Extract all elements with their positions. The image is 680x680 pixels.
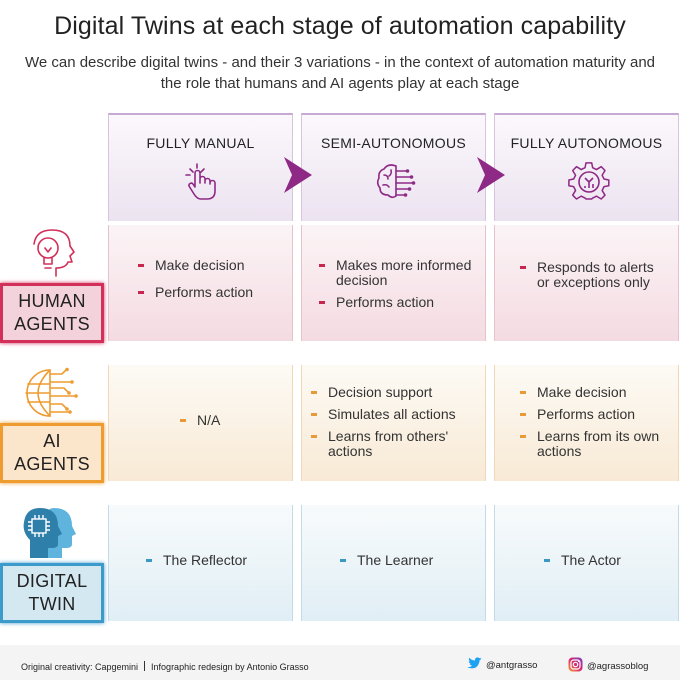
column-label: FULLY AUTONOMOUS [510, 135, 663, 151]
list-item: Responds to alerts or exceptions only [519, 260, 664, 290]
page-subtitle: We can describe digital twins - and thei… [24, 54, 656, 92]
column-label: FULLY MANUAL [146, 135, 255, 151]
list-item: Performs action [519, 407, 670, 422]
list-item: Make decision [519, 385, 670, 400]
instagram-link[interactable]: @agrassoblog [568, 657, 648, 672]
credit-redesign: Infographic redesign by Antonio Grasso [151, 662, 309, 672]
list-item: Simulates all actions [310, 407, 477, 422]
cell-ai-fully-manual: N/A [108, 365, 293, 481]
row-label-digital-twin: DIGITAL TWIN [0, 563, 104, 623]
cell-twin-fully-autonomous: The Actor [494, 505, 679, 621]
column-header-fully-autonomous: FULLY AUTONOMOUS [494, 113, 679, 221]
cell-human-semi-autonomous: Makes more informed decision Performs ac… [301, 225, 486, 341]
twin-heads-icon [23, 508, 76, 558]
head-lightbulb-icon [33, 229, 75, 277]
row-label-line: AGENTS [14, 454, 90, 474]
cell-ai-fully-autonomous: Make decision Performs action Learns fro… [494, 365, 679, 481]
row-label-line: TWIN [28, 594, 76, 614]
row-label-line: DIGITAL [16, 571, 88, 591]
cell-twin-semi-autonomous: The Learner [301, 505, 486, 621]
row-label-line: AGENTS [14, 314, 90, 334]
brain-circuit-icon [376, 164, 416, 199]
cell-human-fully-autonomous: Responds to alerts or exceptions only [494, 225, 679, 341]
row-label-ai-agents: AI AGENTS [0, 423, 104, 483]
list-item: Performs action [137, 285, 292, 300]
list-item: Decision support [310, 385, 477, 400]
arrow-right-icon [284, 157, 312, 193]
list-item: Make decision [137, 258, 292, 273]
list-item: Learns from others' actions [310, 429, 477, 459]
list-item: The Learner [339, 553, 485, 568]
list-item: Makes more informed decision [318, 258, 473, 288]
gear-chip-icon [568, 162, 610, 200]
globe-circuit-icon [25, 367, 78, 417]
twitter-icon [467, 657, 482, 669]
twitter-link[interactable]: @antgrasso [466, 657, 537, 671]
row-label-human-agents: HUMAN AGENTS [0, 283, 104, 343]
instagram-handle: @agrassoblog [587, 661, 649, 672]
cell-ai-semi-autonomous: Decision support Simulates all actions L… [301, 365, 486, 481]
cell-human-fully-manual: Make decision Performs action [108, 225, 293, 341]
column-label: SEMI-AUTONOMOUS [320, 135, 467, 151]
credits: Original creativity: Capgemini Infographi… [21, 661, 309, 672]
list-item: Learns from its own actions [519, 429, 670, 459]
arrow-right-icon [477, 157, 505, 193]
list-item: The Reflector [145, 553, 292, 568]
row-label-line: AI [43, 431, 61, 451]
list-item: Performs action [318, 295, 473, 310]
list-item: The Actor [543, 553, 678, 568]
footer: Original creativity: Capgemini Infographi… [0, 645, 680, 680]
credit-original: Original creativity: Capgemini [21, 662, 139, 672]
list-item: N/A [179, 413, 292, 428]
separator [144, 661, 146, 671]
column-header-fully-manual: FULLY MANUAL [108, 113, 293, 221]
cell-twin-fully-manual: The Reflector [108, 505, 293, 621]
twitter-handle: @antgrasso [486, 660, 538, 671]
row-label-line: HUMAN [18, 291, 86, 311]
column-header-semi-autonomous: SEMI-AUTONOMOUS [301, 113, 486, 221]
instagram-icon [568, 657, 583, 672]
hand-pointer-icon [185, 163, 216, 200]
page-title: Digital Twins at each stage of automatio… [54, 12, 626, 40]
